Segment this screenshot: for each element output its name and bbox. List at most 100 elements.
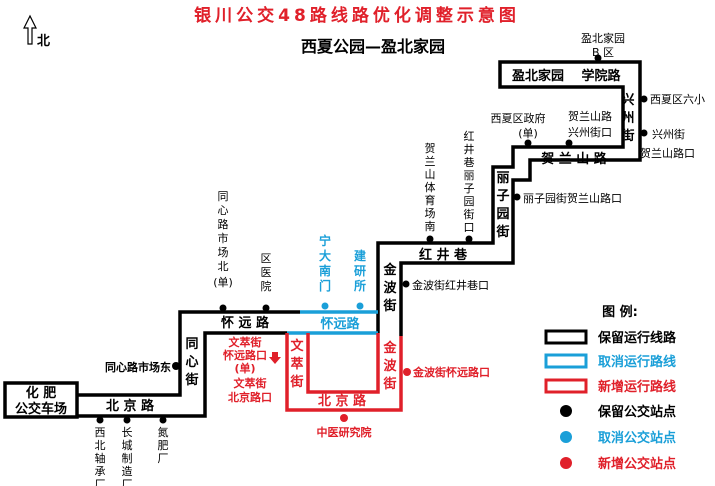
stop-wencui-beijing-1: 文萃街 <box>234 376 267 390</box>
stop-yingbei-b-2: B 区 <box>592 46 614 59</box>
svg-text:子: 子 <box>496 189 509 204</box>
svg-text:街: 街 <box>289 374 303 390</box>
svg-text:街: 街 <box>382 376 396 392</box>
svg-text:口: 口 <box>464 221 475 234</box>
svg-text:大: 大 <box>319 248 331 263</box>
svg-text:街: 街 <box>495 224 509 240</box>
svg-text:金: 金 <box>382 340 397 356</box>
street-xingzhou: 兴 州 街 <box>620 92 634 144</box>
svg-text:南: 南 <box>425 220 436 233</box>
stop-zhongyi: 中医研究院 <box>317 425 372 439</box>
street-beijing-red: 北 京 路 <box>318 393 367 409</box>
stop-quyiyuan: 区医院 <box>261 252 272 293</box>
route-new <box>285 333 403 412</box>
svg-text:园: 园 <box>496 207 509 222</box>
svg-text:造: 造 <box>122 464 133 478</box>
svg-text:萃: 萃 <box>290 356 303 372</box>
svg-text:育: 育 <box>425 193 436 207</box>
svg-text:肥: 肥 <box>158 439 169 452</box>
svg-text:场: 场 <box>425 206 436 220</box>
svg-text:丽: 丽 <box>496 171 509 186</box>
svg-text:红: 红 <box>464 130 475 143</box>
svg-text:建: 建 <box>353 248 367 263</box>
svg-text:路: 路 <box>218 218 229 231</box>
svg-text:西: 西 <box>95 426 106 439</box>
down-arrow-icon <box>269 352 281 364</box>
svg-text:街: 街 <box>184 372 198 388</box>
legend-label-dot-cancel: 取消公交站点 <box>598 430 676 446</box>
svg-text:厂: 厂 <box>122 478 133 486</box>
svg-text:区: 区 <box>261 252 272 265</box>
svg-text:长: 长 <box>122 426 133 439</box>
svg-text:巷: 巷 <box>464 156 475 169</box>
stop-xixia-gov-2: (单) <box>518 127 538 140</box>
street-jinbo: 金 波 街 <box>382 262 397 314</box>
stop-wencui-huaiyuan-1: 文萃街 <box>229 335 262 349</box>
street-helan: 贺 兰 山 路 <box>540 151 608 167</box>
stop-jinbo-hongjing: 金波街红井巷口 <box>412 278 489 292</box>
map-subtitle: 西夏公园—盈北家园 <box>301 37 445 56</box>
svg-text:制: 制 <box>122 452 133 465</box>
legend: 图 例: 保留运行线路 取消运行路线 新增运行路线 保留公交站点 取消公交站点 … <box>544 304 677 472</box>
stop-danfei: 氮肥厂 <box>158 425 169 465</box>
svg-text:北: 北 <box>95 439 106 452</box>
stop-helan-xingzhou-1: 贺兰山路 <box>568 110 612 123</box>
svg-text:(单): (单) <box>213 276 233 289</box>
svg-text:兰: 兰 <box>425 155 436 168</box>
legend-dot-cancel <box>560 431 572 443</box>
svg-text:厂: 厂 <box>95 478 106 486</box>
legend-dot-new <box>560 457 572 469</box>
stop-xingzhou-helan-1: 兴州街 <box>652 127 685 141</box>
svg-text:氮: 氮 <box>158 425 169 439</box>
stop-helan-xingzhou-2: 兴州街口 <box>568 125 612 139</box>
svg-text:街: 街 <box>464 207 475 221</box>
stop-dots-cancel <box>321 302 364 310</box>
svg-text:体: 体 <box>425 180 436 194</box>
stop-lizi-helan: 丽子园街贺兰山路口 <box>523 191 622 205</box>
street-xueyuan: 学院路 <box>581 68 621 84</box>
legend-label-dot-keep: 保留公交站点 <box>597 404 676 420</box>
svg-text:文: 文 <box>290 338 304 354</box>
svg-text:州: 州 <box>620 111 634 126</box>
stop-yingbei-b-1: 盈北家园 <box>581 31 625 45</box>
svg-text:同: 同 <box>218 190 229 203</box>
street-wencui: 文 萃 街 <box>289 338 304 390</box>
north-arrow-icon <box>23 14 37 45</box>
stop-jianyan: 建研所 <box>353 248 367 293</box>
svg-text:门: 门 <box>319 278 331 293</box>
svg-text:井: 井 <box>464 142 475 156</box>
svg-text:南: 南 <box>319 263 331 278</box>
legend-dot-keep <box>560 405 572 417</box>
svg-text:丽: 丽 <box>464 169 475 182</box>
legend-label-dot-new: 新增公交站点 <box>598 456 676 472</box>
stop-wencui-huaiyuan-2: 怀远路口 <box>223 348 267 362</box>
svg-text:宁: 宁 <box>319 233 331 248</box>
svg-text:心: 心 <box>218 204 229 217</box>
stop-wencui-beijing-2: 北京路口 <box>228 390 272 404</box>
stop-dots-new <box>340 368 411 422</box>
stop-xixia-gov-1: 西夏区政府 <box>491 111 546 125</box>
legend-swatch-keep <box>544 329 588 345</box>
legend-swatch-new <box>544 378 588 394</box>
svg-text:园: 园 <box>464 195 475 208</box>
stop-xixia-6: 西夏区六小 <box>650 93 705 106</box>
street-tongxin: 同 心 街 <box>184 337 198 388</box>
map-title: 银川公交48路线路优化调整示意图 <box>194 5 520 26</box>
street-yingbei: 盈北家园 <box>511 68 564 84</box>
north-label: 北 <box>37 34 50 49</box>
svg-text:贺: 贺 <box>425 142 436 155</box>
stop-tongxin-east: 同心路市场东 <box>105 360 171 374</box>
svg-text:承: 承 <box>95 465 106 478</box>
stop-wencui-huaiyuan-3: (单) <box>234 361 255 375</box>
svg-text:院: 院 <box>261 279 272 293</box>
street-hongjing: 红 井 巷 <box>419 247 468 263</box>
street-beijing-w: 北 京 路 <box>106 398 155 414</box>
svg-text:场: 场 <box>218 245 229 259</box>
svg-text:厂: 厂 <box>158 452 169 465</box>
